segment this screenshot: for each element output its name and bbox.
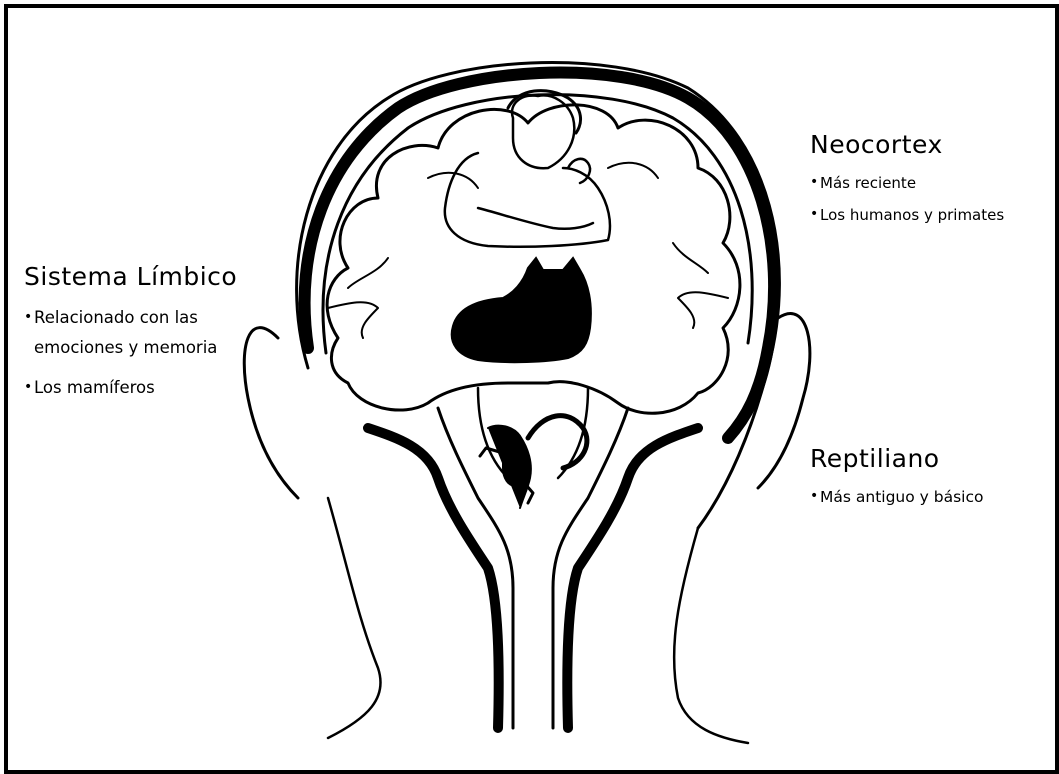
left-sulcus: [328, 258, 388, 338]
reptilian-list: Más antiguo y básico: [810, 485, 1040, 509]
neocortex-item: Los humanos y primates: [810, 203, 1045, 227]
reptilian-title: Reptiliano: [810, 444, 1040, 473]
limbic-system-item: Los mamíferos: [24, 373, 260, 403]
limbic-system-item: Relacionado con las emociones y memoria: [24, 303, 260, 363]
top-fold-2: [608, 163, 658, 178]
limbic-system-title: Sistema Límbico: [24, 262, 260, 291]
neocortex-list: Más reciente Los humanos y primates: [810, 171, 1045, 227]
neocortex-title: Neocortex: [810, 130, 1045, 159]
neocortex-label: Neocortex Más reciente Los humanos y pri…: [810, 130, 1045, 235]
brainstem-left-outer: [368, 428, 499, 728]
neocortex-item: Más reciente: [810, 171, 1045, 195]
lizard-tail: [528, 416, 587, 468]
cat-figure: [452, 258, 591, 362]
brainstem-right-outer: [567, 428, 698, 728]
limbic-system-list: Relacionado con las emociones y memoria …: [24, 303, 260, 403]
human-arm: [478, 208, 593, 229]
cat-silhouette: [452, 258, 591, 362]
human-body: [445, 153, 610, 247]
human-head: [512, 95, 574, 168]
cortex-outline: [327, 105, 740, 413]
reptilian-label: Reptiliano Más antiguo y básico: [810, 444, 1040, 519]
right-neck-line: [674, 528, 748, 743]
diagram-frame: Neocortex Más reciente Los humanos y pri…: [4, 4, 1059, 774]
reptilian-item: Más antiguo y básico: [810, 485, 1040, 509]
left-neck-line: [328, 498, 381, 738]
limbic-system-label: Sistema Límbico Relacionado con las emoc…: [24, 262, 260, 413]
right-sulcus: [673, 243, 728, 328]
